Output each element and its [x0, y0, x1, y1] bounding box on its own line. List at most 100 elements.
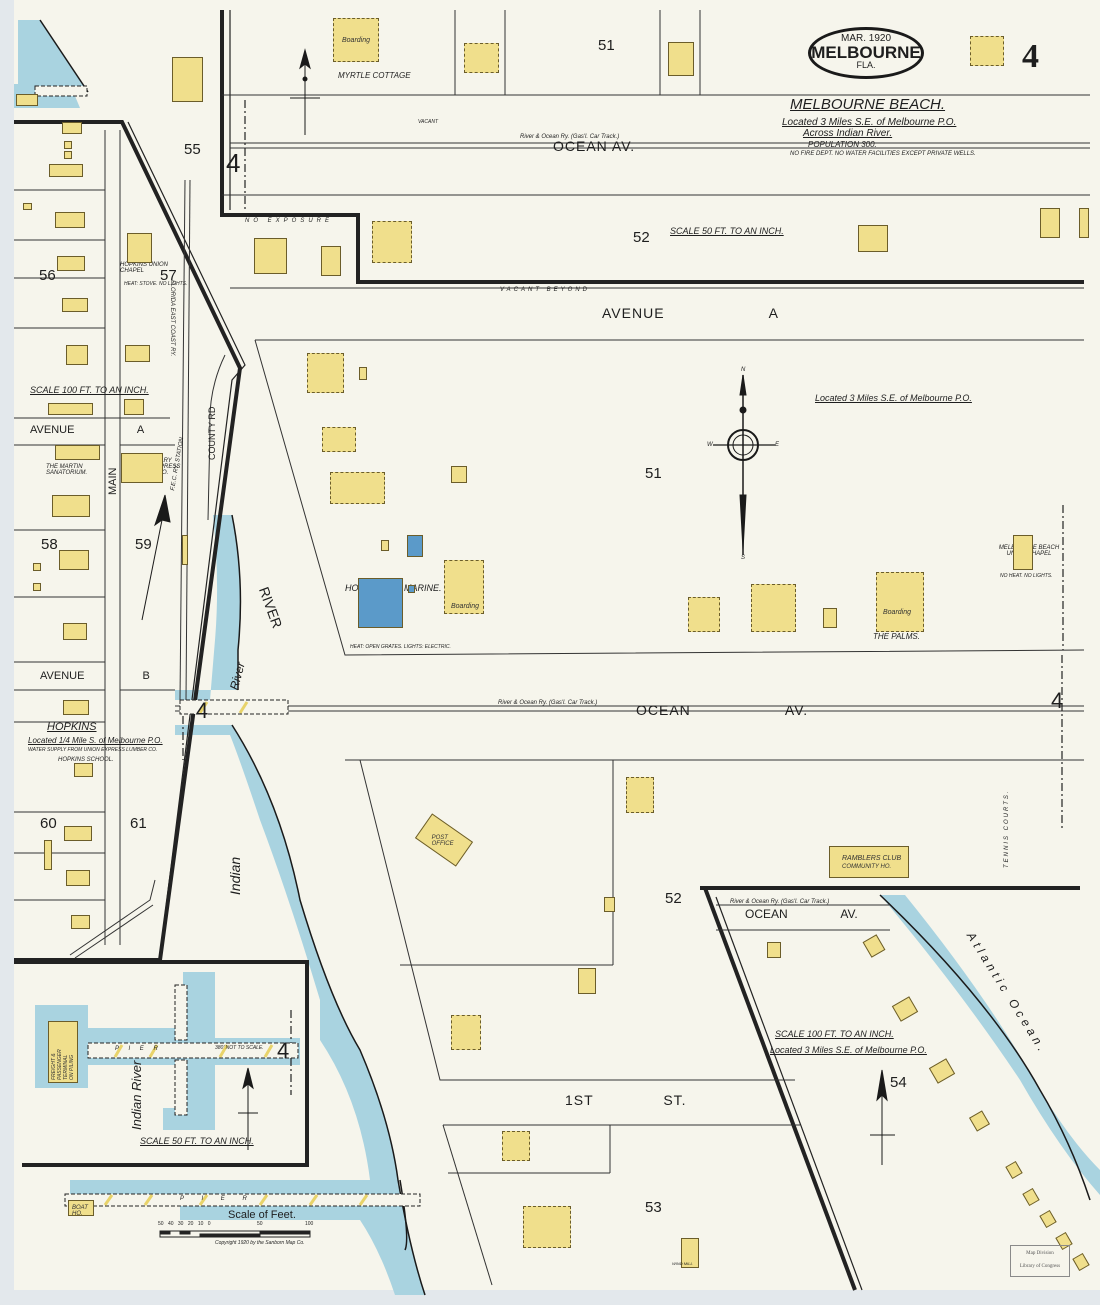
building-dwelling	[330, 472, 385, 504]
scale-note-left: SCALE 100 FT. TO AN INCH.	[30, 385, 149, 395]
block-60: 60	[40, 815, 57, 832]
scale-note-top: SCALE 50 FT. TO AN INCH.	[670, 226, 784, 236]
map-date: MAR. 1920	[840, 33, 892, 44]
building-dwelling	[372, 221, 412, 263]
railway-note-low: River & Ocean Ry. (Gas'l. Car Track.)	[730, 899, 830, 905]
building-dwelling	[767, 942, 781, 958]
scale-tick-100: 100	[305, 1221, 314, 1227]
building-dwelling	[62, 298, 88, 312]
building-outbuilding	[381, 540, 389, 551]
hopkins-chapel-note: HEAT: STOVE. NO LIGHTS.	[124, 281, 188, 287]
scale-bar	[159, 1230, 311, 1238]
building-small-brick	[408, 585, 415, 593]
population: POPULATION 300.	[808, 140, 877, 149]
building-dwelling	[63, 700, 89, 715]
building-boarding: Boarding	[444, 560, 484, 614]
title-cartouche: MAR. 1920 MELBOURNE FLA.	[808, 27, 924, 79]
block-51-top: 51	[598, 37, 615, 54]
sheet-ref-4-top: 4	[226, 148, 241, 178]
building-myrtle-cottage: Boarding	[333, 18, 379, 62]
building-dwelling	[464, 43, 499, 73]
building-dwelling	[858, 225, 888, 252]
building-dwelling	[59, 550, 89, 570]
railway-note-top: River & Ocean Ry. (Gas'l. Car Track.)	[520, 134, 620, 140]
building-dwelling	[307, 353, 344, 393]
building-outbuilding	[359, 367, 367, 380]
copyright: Copyright 1920 by the Sanborn Map Co.	[215, 1240, 305, 1246]
building-dwelling	[502, 1131, 530, 1161]
fire-note: NO FIRE DEPT. NO WATER FACILITIES EXCEPT…	[790, 151, 976, 157]
building-dwelling	[1040, 208, 1060, 238]
wind-mill-label: WIND MILL	[672, 1261, 693, 1266]
building-dwelling	[523, 1206, 571, 1248]
hopkins-title: HOPKINS	[47, 721, 97, 733]
street-county-rd: COUNTY RD	[207, 406, 217, 460]
block-56: 56	[39, 267, 56, 284]
street-1st-st: 1ST ST.	[565, 1092, 687, 1108]
hopkins-water: WATER SUPPLY FROM UNION EXPRESS LUMBER C…	[28, 747, 158, 753]
compass-n: N	[741, 367, 746, 373]
building-dwelling	[451, 466, 467, 483]
chapel-note: NO HEAT. NO LIGHTS.	[1000, 573, 1053, 579]
building-dwelling	[52, 495, 90, 517]
vacant-beyond: VACANT BEYOND	[500, 287, 591, 293]
building-outbuilding	[604, 897, 615, 912]
fec-railway: FLORIDA EAST COAST RY.	[169, 280, 175, 357]
scale-tick-50: 50	[257, 1221, 263, 1227]
building-dwelling	[1079, 208, 1089, 238]
street-main: MAIN	[107, 467, 119, 496]
location-note-lower-right: Located 3 Miles S.E. of Melbourne P.O.	[770, 1045, 927, 1055]
melbourne-beach-across: Across Indian River.	[803, 128, 893, 139]
building-dwelling	[578, 968, 596, 994]
hotel-note: HEAT: OPEN GRATES. LIGHTS: ELECTRIC.	[350, 644, 451, 650]
block-57: 57	[160, 267, 177, 284]
building-motion-picture-theatre	[48, 403, 93, 415]
building-dwelling	[125, 345, 150, 362]
street-avenue-b-left: AVENUE B	[40, 670, 150, 682]
block-61: 61	[130, 815, 147, 832]
building-commissary	[121, 453, 163, 483]
the-palms: THE PALMS.	[873, 632, 920, 641]
building-ramblers-club: RAMBLERS CLUB COMMUNITY HO.	[829, 846, 909, 878]
building-auto	[33, 583, 41, 591]
building-fec-station	[182, 535, 188, 565]
melbourne-beach-title: MELBOURNE BEACH.	[790, 96, 946, 113]
compass-e: E	[775, 442, 780, 448]
scale-note-lower-right: SCALE 100 FT. TO AN INCH.	[775, 1029, 894, 1039]
building-martin-sanatorium	[55, 445, 100, 460]
block-51-mid: 51	[645, 465, 662, 482]
block-58: 58	[41, 536, 58, 553]
building-dwelling	[668, 42, 694, 76]
building-auto	[64, 151, 72, 159]
city-name: MELBOURNE	[811, 43, 921, 62]
building-dwelling	[66, 345, 88, 365]
street-avenue-a-left: AVENUE A	[30, 424, 145, 436]
not-to-scale: 380' NOT TO SCALE.	[215, 1045, 264, 1051]
scale-of-feet-title: Scale of Feet.	[228, 1209, 296, 1221]
block-59: 59	[135, 536, 152, 553]
building-dwelling	[66, 870, 90, 886]
block-52-top: 52	[633, 229, 650, 246]
sheet-number: 4	[1022, 38, 1039, 75]
indian-label: Indian	[227, 856, 243, 895]
block-55: 55	[184, 141, 201, 158]
building-auto	[23, 203, 32, 210]
building-dwelling	[681, 1238, 699, 1268]
building-boat-house-top	[16, 94, 38, 106]
railway-note-mid: River & Ocean Ry. (Gas'l. Car Track.)	[498, 700, 598, 706]
sheet-ref-4-left: 4	[196, 698, 209, 723]
building-dwelling	[63, 623, 87, 640]
building-dwelling	[57, 256, 85, 271]
block-54: 54	[890, 1074, 907, 1091]
hopkins-chapel: HOPKINS UNION CHAPEL	[120, 262, 169, 274]
vacant-note: VACANT	[418, 119, 439, 125]
building-dwelling	[322, 427, 356, 452]
building-dwelling	[970, 36, 1004, 66]
building-dwelling	[451, 1015, 481, 1050]
building-dwelling	[64, 826, 92, 841]
building-boat-house: BOAT HO.	[68, 1200, 94, 1217]
building-dwelling	[172, 57, 203, 102]
building-auto	[33, 563, 41, 571]
